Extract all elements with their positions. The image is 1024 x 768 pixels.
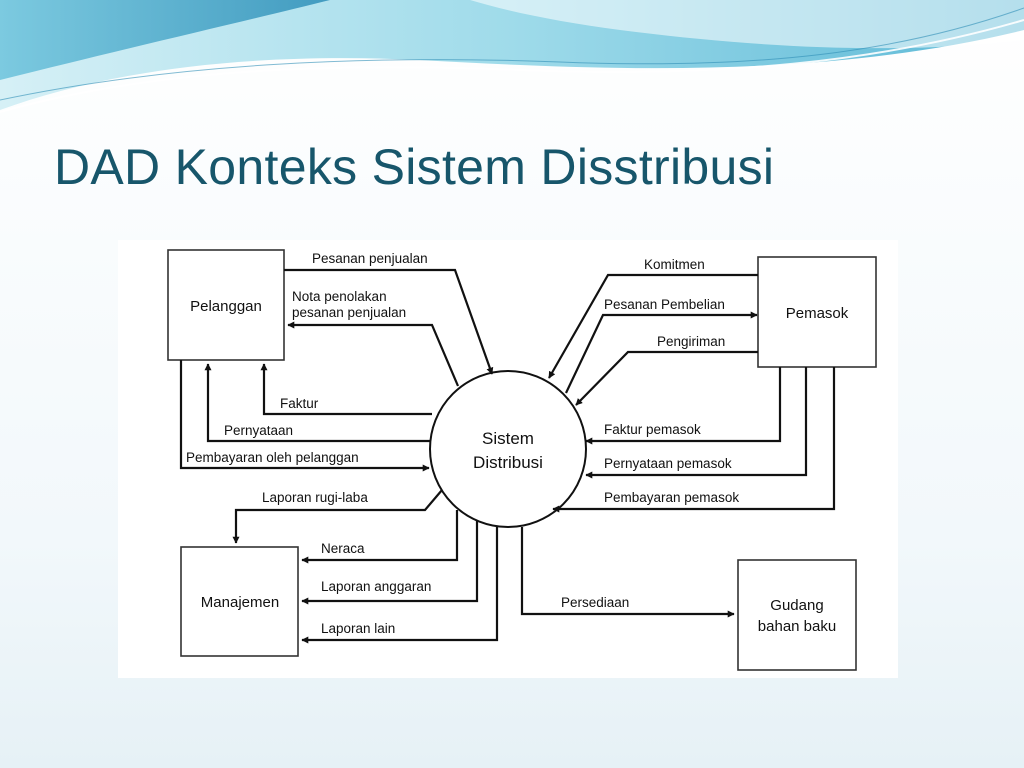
process-sistem-distribusi: Sistem Distribusi bbox=[429, 370, 587, 528]
entity-pemasok-label: Pemasok bbox=[786, 305, 849, 322]
header-wave-decoration bbox=[0, 0, 1024, 113]
flow-faktur-label: Faktur bbox=[280, 396, 319, 411]
flow-neraca-label: Neraca bbox=[321, 541, 365, 556]
entity-gudang-label-line1: Gudang bbox=[770, 597, 823, 614]
flow-neraca: Neraca bbox=[301, 510, 459, 564]
process-label-line2: Distribusi bbox=[473, 453, 543, 472]
entity-manajemen: Manajemen bbox=[180, 546, 299, 657]
flow-pernyataan-pemasok: Pernyataan pemasok bbox=[585, 367, 808, 479]
flow-komitmen: Komitmen bbox=[548, 257, 758, 379]
flow-nota-penolakan-label-line1: Nota penolakan bbox=[292, 289, 387, 304]
flow-laporan-anggaran: Laporan anggaran bbox=[301, 521, 479, 605]
entity-manajemen-label: Manajemen bbox=[201, 594, 279, 611]
entity-pelanggan: Pelanggan bbox=[167, 249, 285, 361]
flow-pembayaran-pemasok: Pembayaran pemasok bbox=[552, 367, 836, 513]
flow-laporan-anggaran-label: Laporan anggaran bbox=[321, 579, 431, 594]
flow-pesanan-pembelian: Pesanan Pembelian bbox=[565, 297, 758, 394]
entity-gudang-bahan-baku: Gudang bahan baku bbox=[737, 559, 857, 671]
flow-pernyataan: Pernyataan bbox=[204, 363, 430, 443]
entity-gudang-label-line2: bahan baku bbox=[758, 618, 836, 635]
flow-pembayaran-pemasok-label: Pembayaran pemasok bbox=[604, 490, 739, 505]
flow-laporan-lain: Laporan lain bbox=[301, 526, 499, 644]
flow-laporan-lain-label: Laporan lain bbox=[321, 621, 395, 636]
flow-pengiriman-label: Pengiriman bbox=[657, 334, 725, 349]
flow-pembayaran-pelanggan: Pembayaran oleh pelanggan bbox=[179, 360, 430, 472]
flow-laporan-rugi-laba: Laporan rugi-laba bbox=[232, 489, 443, 544]
flow-faktur-pemasok-label: Faktur pemasok bbox=[604, 422, 701, 437]
entity-pemasok: Pemasok bbox=[757, 256, 877, 368]
flow-pembayaran-pelanggan-label: Pembayaran oleh pelanggan bbox=[186, 450, 359, 465]
entity-pelanggan-label: Pelanggan bbox=[190, 298, 262, 315]
flow-faktur-pemasok: Faktur pemasok bbox=[585, 367, 782, 445]
flow-laporan-rugi-laba-label: Laporan rugi-laba bbox=[262, 490, 368, 505]
flow-faktur: Faktur bbox=[260, 363, 432, 416]
flow-nota-penolakan-label-line2: pesanan penjualan bbox=[292, 305, 406, 320]
slide-title: DAD Konteks Sistem Disstribusi bbox=[54, 139, 775, 195]
flow-pernyataan-label: Pernyataan bbox=[224, 423, 293, 438]
flow-nota-penolakan: Nota penolakan pesanan penjualan bbox=[287, 289, 460, 387]
flow-pesanan-pembelian-label: Pesanan Pembelian bbox=[604, 297, 725, 312]
flow-pesanan-penjualan: Pesanan penjualan bbox=[284, 251, 494, 375]
process-label-line1: Sistem bbox=[482, 429, 534, 448]
flow-pernyataan-pemasok-label: Pernyataan pemasok bbox=[604, 456, 732, 471]
flow-komitmen-label: Komitmen bbox=[644, 257, 705, 272]
flow-pesanan-penjualan-label: Pesanan penjualan bbox=[312, 251, 428, 266]
flow-persediaan: Persediaan bbox=[520, 527, 735, 618]
flow-persediaan-label: Persediaan bbox=[561, 595, 629, 610]
flow-pengiriman: Pengiriman bbox=[575, 334, 758, 406]
